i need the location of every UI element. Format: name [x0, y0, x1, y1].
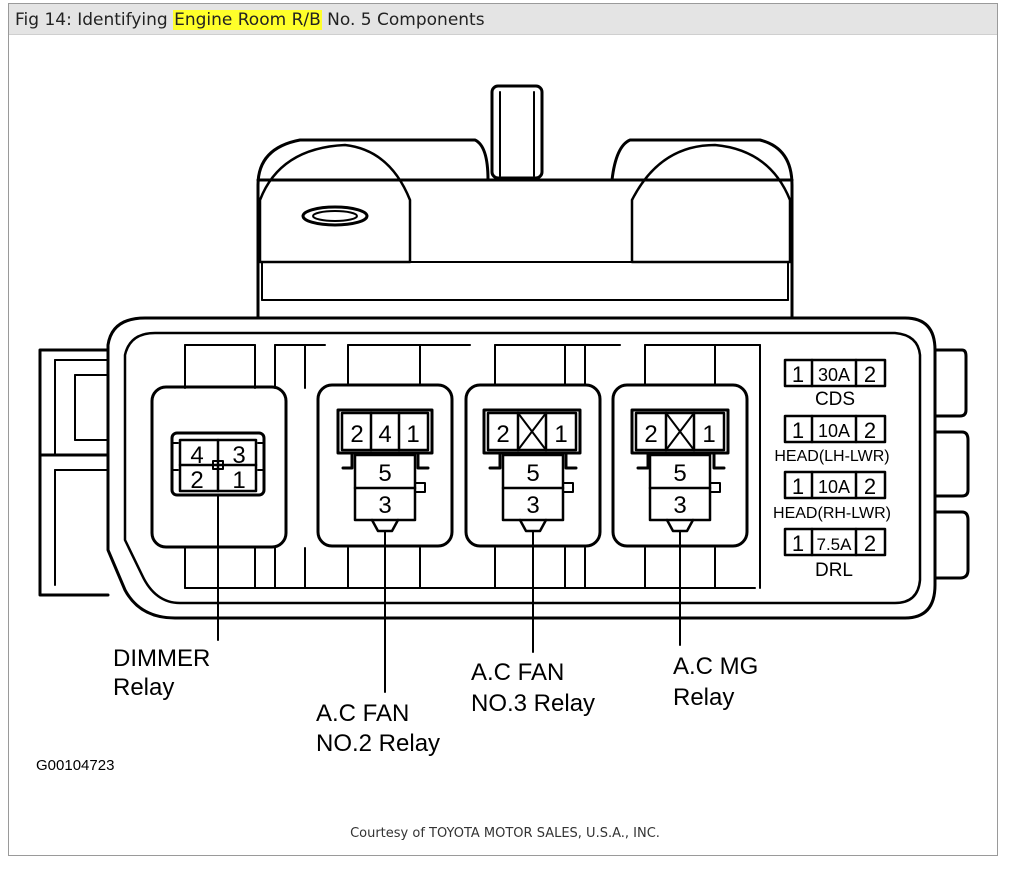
- dimmer-relay: [150, 385, 288, 641]
- caption-highlight: Engine Room R/B: [173, 10, 322, 30]
- dimmer-pin-3: 3: [232, 442, 245, 469]
- dimmer-label-line2: Relay: [113, 674, 174, 701]
- ac-fan-no3-relay: [464, 383, 602, 653]
- fan3-pin-3: 3: [526, 492, 539, 519]
- housing-body: [38, 316, 970, 620]
- fuse-head-lh-rating: 10A: [818, 421, 850, 441]
- fan3-label-line1: A.C FAN: [471, 659, 564, 686]
- housing-top: [256, 84, 794, 320]
- fan3-label-line2: NO.3 Relay: [471, 690, 595, 717]
- fuse-head-rh-rating: 10A: [818, 477, 850, 497]
- mg-pin-5: 5: [673, 460, 686, 487]
- fan2-label-line1: A.C FAN: [316, 700, 409, 727]
- fuse-head-rh-name: HEAD(RH-LWR): [773, 505, 891, 522]
- fuse-cds-rating: 30A: [818, 365, 850, 385]
- mg-pin-2: 2: [644, 421, 657, 448]
- fuse-head-lh-right: 2: [864, 418, 876, 443]
- caption-bar: Fig 14: Identifying Engine Room R/B No. …: [9, 4, 997, 35]
- caption-suffix: No. 5 Components: [321, 10, 485, 30]
- fan2-pin-5: 5: [378, 460, 391, 487]
- fuse-head-lh-name: HEAD(LH-LWR): [774, 448, 889, 465]
- fan3-pin-5: 5: [526, 460, 539, 487]
- fan2-pin-4: 4: [378, 421, 391, 448]
- fan3-pin-2: 2: [496, 421, 509, 448]
- ac-fan-no2-relay: [316, 383, 454, 693]
- mg-label-line2: Relay: [673, 684, 734, 711]
- fuse-cds-name: CDS: [815, 389, 855, 410]
- mg-pin-1: 1: [702, 421, 715, 448]
- fuse-column: [783, 358, 887, 557]
- fuse-drl-left: 1: [792, 531, 804, 556]
- dimmer-pin-1: 1: [232, 467, 245, 494]
- fuse-cds-right: 2: [864, 362, 876, 387]
- figure-code: G00104723: [36, 757, 114, 774]
- fuse-head-rh-right: 2: [864, 474, 876, 499]
- fuse-head-lh-left: 1: [792, 418, 804, 443]
- dimmer-pin-2: 2: [190, 467, 203, 494]
- fan3-pin-1: 1: [554, 421, 567, 448]
- fuse-drl-rating: 7.5A: [817, 535, 853, 554]
- dimmer-label-line1: DIMMER: [113, 645, 210, 672]
- ac-mg-relay: [611, 383, 749, 646]
- figure-frame: Fig 14: Identifying Engine Room R/B No. …: [8, 3, 998, 856]
- fan2-pin-3: 3: [378, 492, 391, 519]
- figure-caption: Fig 14: Identifying Engine Room R/B No. …: [15, 10, 485, 30]
- fuse-drl-name: DRL: [815, 560, 853, 581]
- fan2-label-line2: NO.2 Relay: [316, 730, 440, 757]
- fan2-pin-1: 1: [406, 421, 419, 448]
- dimmer-pin-4: 4: [190, 442, 203, 469]
- mg-label-line1: A.C MG: [673, 653, 758, 680]
- fuse-cds-left: 1: [792, 362, 804, 387]
- fan2-pin-2: 2: [350, 421, 363, 448]
- fuse-drl-right: 2: [864, 531, 876, 556]
- mg-pin-3: 3: [673, 492, 686, 519]
- fuse-head-rh-left: 1: [792, 474, 804, 499]
- courtesy-credit: Courtesy of TOYOTA MOTOR SALES, U.S.A., …: [350, 826, 660, 841]
- caption-prefix: Fig 14: Identifying: [15, 10, 174, 30]
